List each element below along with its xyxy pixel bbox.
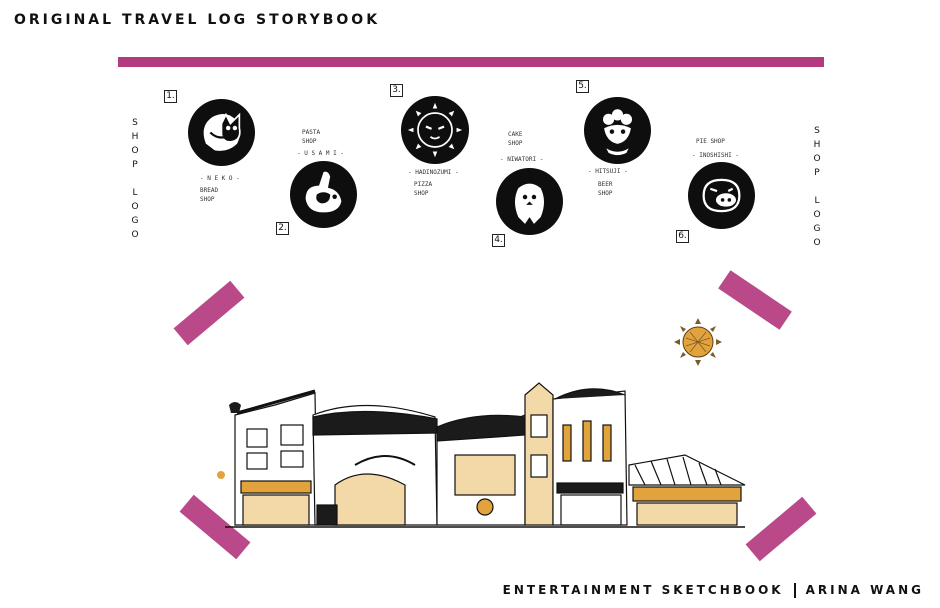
footer-author: ARINA WANG — [805, 583, 924, 597]
logo-name-hadinozumi: - HADINOZUMI - — [408, 169, 459, 176]
sheep-icon — [602, 109, 633, 156]
logo-name-neko: - N E K O - — [200, 175, 240, 182]
rabbit-icon — [305, 171, 342, 213]
logo-hadinozumi — [401, 96, 469, 164]
sun-sketch — [672, 318, 724, 366]
logo-number-3: 3. — [390, 84, 403, 97]
logo-name-usami: - U S A M I - — [297, 150, 344, 157]
logo-number-6: 6. — [676, 230, 689, 243]
sun-face-icon — [407, 102, 463, 158]
logo-number-5: 5. — [576, 80, 589, 93]
logo-caption-usami: PASTA SHOP — [302, 129, 321, 145]
page-title: ORIGINAL TRAVEL LOG STORYBOOK — [14, 12, 381, 28]
logo-caption-neko: BREAD SHOP — [200, 187, 219, 203]
logo-niwatori — [496, 168, 563, 235]
logo-caption-inoshishi: PIE SHOP — [696, 138, 725, 145]
tape-top-left — [173, 280, 245, 346]
logo-caption-hitsuji: BEER SHOP — [598, 181, 613, 197]
logo-usami — [290, 161, 357, 228]
footer-credit: ENTERTAINMENT SKETCHBOOK ARINA WANG — [503, 583, 924, 598]
logo-hitsuji — [584, 97, 651, 164]
footer-sketchbook-label: ENTERTAINMENT SKETCHBOOK — [502, 583, 784, 597]
tape-bottom-right — [745, 496, 817, 562]
logo-name-hitsuji: - HITSUJI - — [588, 168, 628, 175]
tape-top-right — [718, 270, 792, 330]
logo-name-niwatori: - NIWATORI - — [500, 156, 544, 163]
footer-divider — [793, 583, 796, 598]
logo-number-4: 4. — [492, 234, 505, 247]
logo-caption-hadinozumi: PIZZA SHOP — [414, 181, 433, 197]
header-divider-bar — [118, 57, 824, 67]
logo-number-2: 2. — [276, 222, 289, 235]
logo-name-inoshishi: - INOSHISHI - — [692, 152, 739, 159]
logo-caption-niwatori: CAKE SHOP — [508, 131, 523, 147]
cat-icon — [203, 112, 241, 151]
logo-number-1: 1. — [164, 90, 177, 103]
logo-neko — [188, 99, 255, 166]
chicken-icon — [514, 183, 545, 224]
boar-icon — [702, 178, 741, 213]
logo-inoshishi — [688, 162, 755, 229]
town-street-sketch — [205, 355, 753, 545]
